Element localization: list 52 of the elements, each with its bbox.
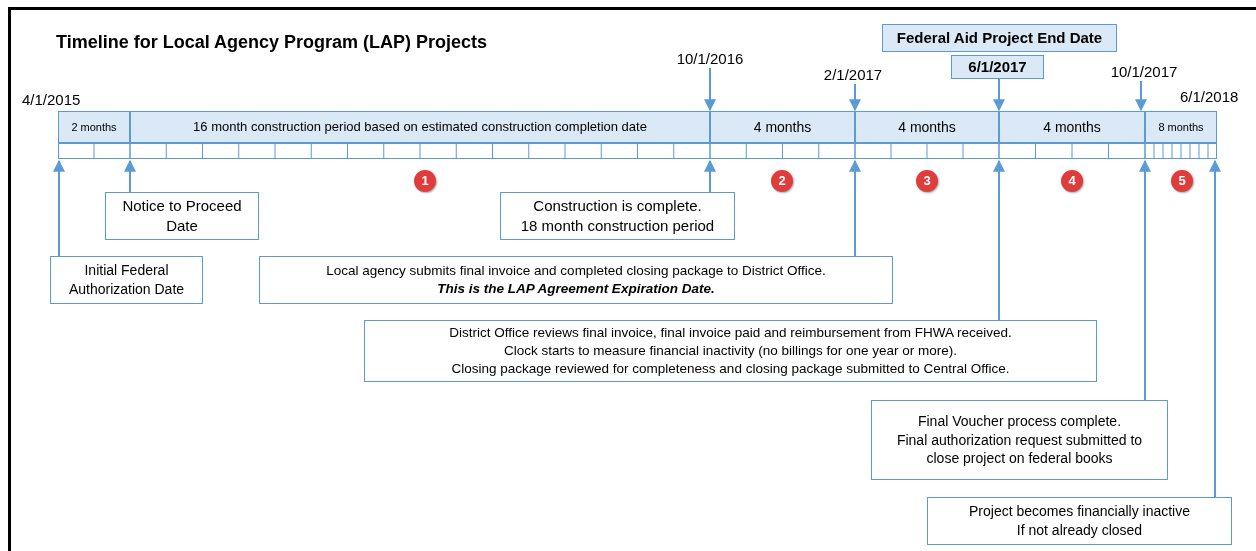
callout-text: 18 month construction period [520, 216, 715, 236]
arrow [993, 78, 1005, 112]
callout-text: If not already closed [1016, 521, 1143, 540]
callout-text: District Office reviews final invoice, final invoice paid and reimbursement from FHWA received. [449, 323, 1012, 342]
callout-text: 6/1/2017 [968, 56, 1027, 77]
callout-text: This is the LAP Agreement Expiration Date. [437, 280, 715, 298]
callout-text: Initial Federal Authorization Date [67, 261, 186, 299]
step-number-badge: 2 [771, 170, 793, 192]
callout-box [259, 256, 893, 304]
callout-box [882, 24, 1117, 52]
arrow [1135, 80, 1147, 112]
callout-box [500, 192, 735, 240]
step-number-badge: 1 [414, 170, 436, 192]
timeline-segment: 4 months [855, 111, 999, 143]
callout-box [871, 400, 1168, 480]
timeline-segment: 4 months [710, 111, 855, 143]
callout-box [927, 497, 1232, 545]
arrow [1139, 159, 1151, 401]
diagram-title: Timeline for Local Agency Program (LAP) Projects [56, 31, 488, 54]
arrow [53, 159, 65, 257]
date-label: 4/1/2015 [22, 90, 81, 110]
timeline-segment: 2 months [58, 111, 130, 143]
callout-text: Project becomes financially inactive [969, 502, 1190, 521]
callout-text: Notice to Proceed Date [121, 195, 243, 236]
arrow [704, 159, 716, 193]
arrow [1209, 159, 1221, 498]
callout-text: Clock starts to measure financial inactivity (no billings for one year or more). [503, 341, 958, 360]
timeline-segment: 16 month construction period based on estimated construction completion date [130, 111, 710, 143]
date-label: 6/1/2018 [1180, 87, 1239, 107]
date-label: 2/1/2017 [808, 64, 898, 84]
callout-box [364, 320, 1097, 382]
callout-text: Federal Aid Project End Date [896, 27, 1103, 48]
date-label: 10/1/2017 [1098, 61, 1190, 81]
arrow [993, 159, 1005, 321]
arrow [704, 67, 716, 112]
step-number-badge: 3 [916, 170, 938, 192]
timeline-segment: 4 months [999, 111, 1145, 143]
arrow [849, 83, 861, 112]
step-number-badge: 4 [1061, 170, 1083, 192]
callout-text: Final authorization request submitted to close project on federal books [895, 430, 1144, 469]
arrow [849, 159, 861, 257]
arrow [124, 159, 136, 193]
callout-text: Local agency submits final invoice and completed closing package to District Office. [326, 261, 826, 280]
date-label: 10/1/2016 [664, 48, 756, 68]
step-number-badge: 5 [1171, 170, 1193, 192]
callout-box [951, 55, 1044, 79]
callout-text: Closing package reviewed for completeness and closing package submitted to Central Office. [451, 360, 1010, 379]
callout-box [105, 192, 259, 240]
callout-text: Construction is complete. [533, 195, 702, 216]
timeline-segment: 8 months [1145, 111, 1217, 143]
callout-box [50, 256, 203, 304]
callout-text: Final Voucher process complete. [917, 411, 1122, 431]
